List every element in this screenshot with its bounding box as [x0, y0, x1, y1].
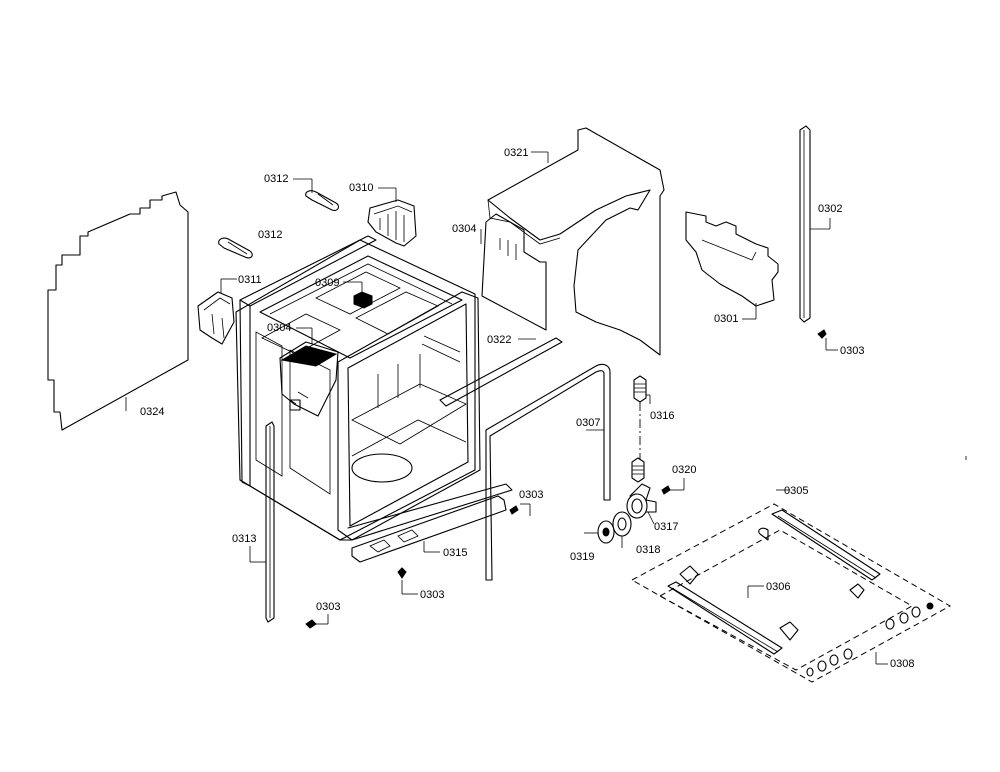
label-0303-left: 0303	[316, 601, 340, 613]
part-0315-toe-trim	[351, 495, 507, 563]
part-0310-hinge-bracket	[367, 187, 417, 247]
part-0303-screw-right	[817, 329, 838, 351]
part-0313-side-seal	[249, 421, 275, 623]
part-0303-screw-left	[305, 614, 329, 629]
part-0317-valve	[626, 483, 657, 525]
label-0312-mid: 0312	[258, 229, 282, 241]
part-0307-door-gasket	[485, 363, 611, 581]
label-0310: 0310	[349, 182, 373, 194]
label-0302: 0302	[818, 203, 842, 215]
label-0307: 0307	[576, 417, 600, 429]
label-0301: 0301	[714, 313, 738, 325]
label-0316: 0316	[650, 410, 674, 422]
part-0324-side-panel	[47, 191, 189, 431]
label-0313: 0313	[232, 533, 256, 545]
label-0320: 0320	[672, 464, 696, 476]
label-0306: 0306	[766, 581, 790, 593]
label-0315: 0315	[443, 547, 467, 559]
label-0304-mid: 0304	[267, 322, 291, 334]
part-0305-base-group	[630, 489, 952, 683]
part-labels: 0321 0302 0312 0310 0304 0312 0311 0309 …	[140, 147, 914, 670]
label-0324: 0324	[140, 406, 164, 418]
part-tub-body	[235, 235, 513, 541]
part-0321-insulation-cover	[480, 127, 665, 356]
label-0303-center: 0303	[519, 489, 543, 501]
label-0311: 0311	[238, 274, 262, 286]
label-0322: 0322	[487, 334, 511, 346]
part-0303-screw-center	[509, 503, 531, 516]
label-0304-top: 0304	[452, 223, 476, 235]
part-0312-hinge-pin-top	[293, 178, 340, 211]
label-0305: 0305	[784, 485, 808, 497]
part-0303-screw-bottom	[397, 567, 418, 595]
label-0308: 0308	[890, 658, 914, 670]
part-0322-rail	[439, 337, 563, 407]
label-0319: 0319	[570, 551, 594, 563]
label-0321: 0321	[504, 147, 528, 159]
part-0311-hinge-bracket	[197, 278, 237, 345]
part-0316-hose	[631, 375, 651, 483]
label-0303-right: 0303	[840, 345, 864, 357]
label-0317: 0317	[654, 521, 678, 533]
label-0318: 0318	[636, 544, 660, 556]
part-0319-washer	[584, 520, 615, 544]
part-0320-screw	[661, 478, 685, 495]
part-0312-hinge-pin-mid	[218, 237, 253, 259]
label-0309: 0309	[315, 277, 339, 289]
part-0318-ring	[612, 511, 632, 548]
label-0312-top: 0312	[264, 173, 288, 185]
part-0301-insulation-strip	[685, 211, 779, 320]
part-0302-vertical-trim	[799, 125, 831, 323]
label-0303-bottom: 0303	[420, 589, 444, 601]
